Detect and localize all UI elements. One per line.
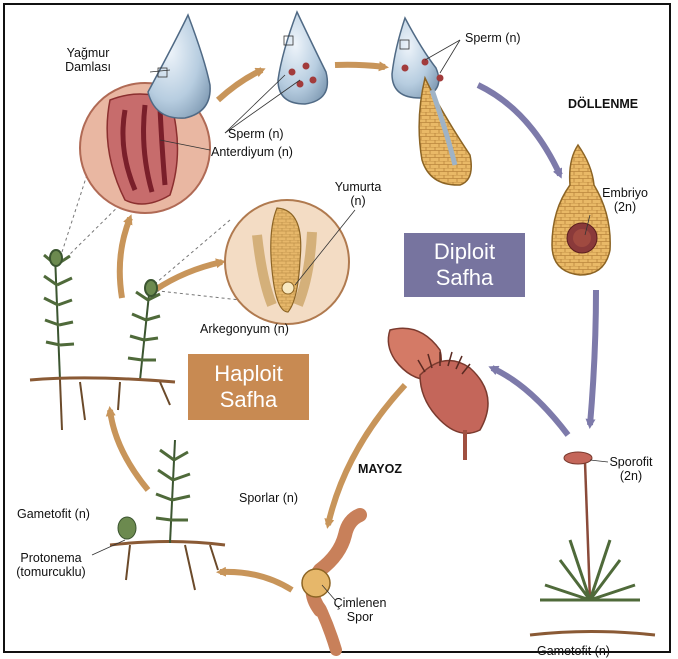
- antheridium-illustration: [80, 15, 210, 213]
- diploid-phase-box: Diploit Safha: [404, 233, 525, 297]
- capsule-releasing-spores: [388, 328, 488, 460]
- arrow-spore-to-protonema: [220, 572, 292, 590]
- label-anterdiyum: Anterdiyum (n): [211, 145, 293, 159]
- label-gametofit-left: Gametofit (n): [17, 507, 90, 521]
- haploid-phase-label-1: Haploit: [188, 361, 309, 387]
- label-sporofit: Sporofit (2n): [605, 455, 657, 483]
- arrow-sporophyte-to-capsule: [492, 368, 568, 435]
- label-dollenme: DÖLLENME: [568, 97, 638, 111]
- archegonium-illustration: [225, 200, 349, 324]
- label-embriyo: Embriyo (2n): [596, 186, 654, 214]
- diploid-phase-label-1: Diploit: [404, 239, 525, 265]
- diploid-phase-label-2: Safha: [404, 265, 525, 291]
- haploid-phase-box: Haploit Safha: [188, 354, 309, 420]
- arrow-top-to-embryo: [478, 85, 560, 175]
- label-sporlar: Sporlar (n): [239, 491, 298, 505]
- arrow-protonema-to-gametophyte: [110, 410, 148, 490]
- label-yumurta: Yumurta (n): [328, 180, 388, 208]
- label-arkegonyum: Arkegonyum (n): [200, 322, 289, 336]
- gametophyte-plants-left: [30, 250, 175, 430]
- label-protonema: Protonema (tomurcuklu): [10, 551, 92, 579]
- label-sperm-left: Sperm (n): [228, 127, 284, 141]
- archegonium-fertilization-illustration: [392, 18, 471, 185]
- label-sperm-top: Sperm (n): [465, 31, 521, 45]
- germinating-spore: [302, 515, 360, 650]
- arrow-antheridium-to-drop: [218, 70, 262, 100]
- haploid-phase-label-2: Safha: [188, 387, 309, 413]
- label-cimlenen-spor: Çimlenen Spor: [330, 596, 390, 624]
- arrow-drop-to-archegonium-top: [335, 65, 385, 67]
- label-gametofit-bottom: Gametofit (n): [537, 644, 610, 658]
- arrow-gametophyte-to-archegonium: [155, 262, 222, 290]
- arrow-embryo-to-sporophyte: [590, 290, 596, 425]
- arrow-gametophyte-to-antheridium: [120, 218, 130, 298]
- label-yagmur-damlasi: Yağmur Damlası: [58, 46, 118, 74]
- arrow-capsule-to-spores: [328, 385, 405, 525]
- label-mayoz: MAYOZ: [358, 462, 402, 476]
